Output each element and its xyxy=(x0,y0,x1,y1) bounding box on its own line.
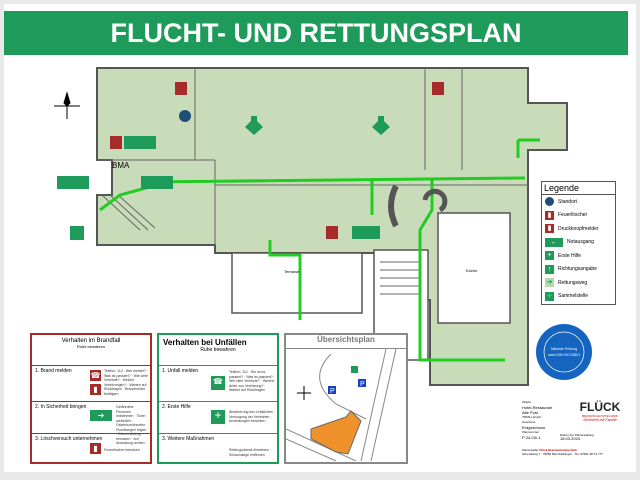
first-aid-icon: + xyxy=(211,409,225,424)
legend-item: ↑Richtungsangabe xyxy=(542,263,615,277)
assembly-point-icon xyxy=(351,366,358,373)
terrace-label: Terrasse xyxy=(284,269,300,274)
overview-map: Übersichtsplan P P xyxy=(284,333,408,464)
legend-item: ←Notausgang xyxy=(542,236,615,250)
fire-alarm-icon: ☎ xyxy=(90,370,101,381)
flueck-logo: FLÜCK BRANDSCHUTZTECHNIK Sicherheit mit … xyxy=(579,400,621,422)
emergency-phone-icon: ☎ xyxy=(211,376,225,390)
emergency-exit-icon: ➔ xyxy=(90,410,112,421)
fire-extinguisher-icon: ▮ xyxy=(90,443,101,454)
legend-title: Legende xyxy=(542,182,615,195)
svg-text:nach DIN ISO 23601: nach DIN ISO 23601 xyxy=(548,353,580,357)
assembly-point-icon: ⁘ xyxy=(545,291,554,301)
bma-label: BMA xyxy=(112,161,130,170)
kitchen-room xyxy=(437,212,511,324)
kitchen-label: Küche xyxy=(466,268,478,273)
fire-equipment xyxy=(110,82,444,239)
escape-route-icon: ➔ xyxy=(545,278,554,288)
fire-extinguisher-icon: ▮ xyxy=(545,210,554,220)
page-title: FLUCHT- UND RETTUNGSPLAN xyxy=(4,11,628,55)
direction-arrow-icon: ↑ xyxy=(545,264,554,274)
inspection-stamp: Nächste Prüfung nach DIN ISO 23601 xyxy=(536,324,592,380)
standort-icon xyxy=(545,197,554,207)
escape-route-lines xyxy=(99,138,540,362)
svg-text:P: P xyxy=(360,381,365,388)
legend-item: ▮Feuerlöscher xyxy=(542,209,615,223)
legend-item: Standort xyxy=(542,195,615,209)
direction-arrow-icon xyxy=(245,116,263,135)
svg-text:Nächste Prüfung: Nächste Prüfung xyxy=(551,347,577,351)
exit-signs xyxy=(57,136,380,240)
legend-item: ▮Druckknopfmelder xyxy=(542,222,615,236)
overview-map-drawing: P P xyxy=(285,348,397,462)
alarm-button-icon: ▮ xyxy=(90,384,101,395)
alarm-button-icon: ▮ xyxy=(545,224,554,234)
standort-icon xyxy=(179,110,191,122)
first-aid-icon: + xyxy=(545,251,554,261)
legend: Legende Standort ▮Feuerlöscher ▮Druckkno… xyxy=(541,181,616,305)
svg-text:P: P xyxy=(330,388,335,395)
legend-item: ➔Rettungsweg xyxy=(545,278,588,288)
compass-icon xyxy=(54,91,80,119)
emergency-exit-icon: ← xyxy=(545,237,563,247)
legend-item: ⁘Sammelstelle xyxy=(545,291,589,301)
legend-item: +Erste Hilfe xyxy=(542,249,615,263)
